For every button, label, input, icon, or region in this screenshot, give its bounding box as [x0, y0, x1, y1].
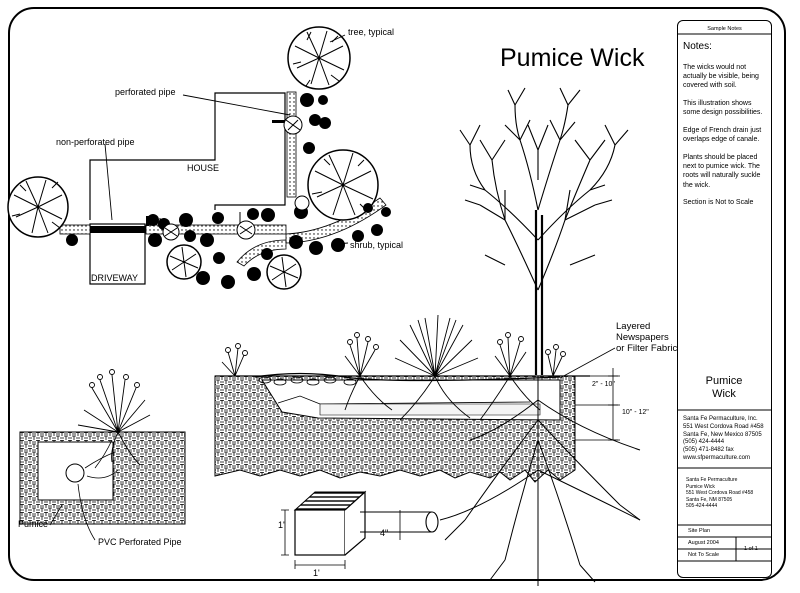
house-outline	[89, 92, 286, 220]
layer-label-line-2: Newspapers	[616, 332, 669, 343]
drawing-title: Pumice Wick	[500, 44, 645, 72]
pipe-diameter-label: 4"	[380, 528, 389, 538]
pvc-pipe-label: PVC Perforated Pipe	[98, 537, 182, 547]
client-city: Santa Fe, NM 87505	[686, 496, 733, 503]
section-plants	[221, 314, 566, 421]
drawing-name: Pumice Wick	[678, 375, 770, 401]
box-width-label: 1'	[313, 568, 320, 578]
depth-dimension-top: 2" - 10"	[592, 381, 615, 388]
perforated-pipe-left	[59, 224, 91, 235]
depth-dimension-bottom: 10" - 12"	[622, 409, 649, 416]
note-item: This illustration shows some design poss…	[683, 99, 763, 117]
sheet-name: Site Plan	[688, 528, 711, 534]
section-tree	[439, 87, 641, 586]
company-address: 551 West Cordova Road #458	[683, 423, 764, 430]
shrub-symbols	[66, 93, 391, 289]
notes-panel: Notes: The wicks would not actually be v…	[683, 40, 769, 216]
layer-label-line-1: Layered	[616, 321, 651, 332]
company-fax: (505) 471-8482 fax	[683, 447, 734, 454]
title-block	[677, 20, 772, 578]
note-item: Plants should be placed next to pumice w…	[683, 153, 761, 189]
drawing-name-line-2: Wick	[712, 388, 736, 401]
layer-label-line-3: or Filter Fabric	[616, 343, 678, 354]
plan-leaders	[104, 34, 349, 245]
sheet-border	[8, 7, 786, 581]
shrub-label: shrub, typical	[350, 240, 404, 250]
note-item: Edge of French drain just overlaps edge …	[683, 126, 762, 144]
perforated-pipe-curve	[285, 197, 387, 244]
site-plan	[7, 26, 391, 290]
company-name: Santa Fe Permaculture, Inc.	[683, 416, 758, 422]
non-perforated-pipe	[88, 226, 146, 233]
title-block-lines	[677, 33, 772, 562]
non-perforated-pipe-label: non-perforated pipe	[56, 137, 135, 147]
wick-detail	[19, 369, 186, 541]
client-info: Santa Fe Permaculture Pumice Wick 551 We…	[686, 477, 753, 510]
sheet-date: August 2004	[688, 540, 719, 546]
sheet-scale: Not To Scale	[688, 552, 720, 558]
house-label: HOUSE	[187, 163, 220, 173]
company-info: Santa Fe Permaculture, Inc. 551 West Cor…	[683, 416, 764, 463]
notes-heading: Notes:	[683, 41, 712, 52]
company-website: www.sfpermaculture.com	[683, 454, 751, 461]
perforated-pipe-front	[145, 224, 287, 235]
tree-symbols	[7, 26, 379, 290]
note-item: The wicks would not actually be visible,…	[683, 63, 759, 90]
perforated-pipe-label: perforated pipe	[115, 87, 176, 97]
sheet-number: 1 of 1	[744, 546, 758, 552]
box-height-label: 1'	[278, 520, 285, 530]
drawing-name-line-1: Pumice	[705, 375, 743, 387]
client-address: 551 West Cordova Road #458	[686, 490, 754, 496]
company-city: Santa Fe, New Mexico 87505	[683, 431, 762, 438]
client-project: Pumice Wick	[686, 483, 715, 490]
box-detail	[281, 490, 439, 569]
title-block-header: Sample Notes	[707, 26, 742, 32]
client-name: Santa Fe Permaculture	[686, 477, 738, 483]
section-view	[214, 87, 641, 586]
driveway-label: DRIVEWAY	[91, 273, 139, 283]
perforated-pipe-side	[286, 91, 297, 198]
note-item: Section is Not to Scale	[683, 199, 754, 207]
pumice-label: Pumice	[18, 519, 49, 529]
company-phone: (505) 424-4444	[683, 439, 725, 446]
tree-label: tree, typical	[348, 27, 395, 37]
section-dimensions	[559, 347, 620, 441]
client-phone: 505-424-4444	[686, 503, 718, 509]
driveway-outline	[89, 223, 146, 285]
